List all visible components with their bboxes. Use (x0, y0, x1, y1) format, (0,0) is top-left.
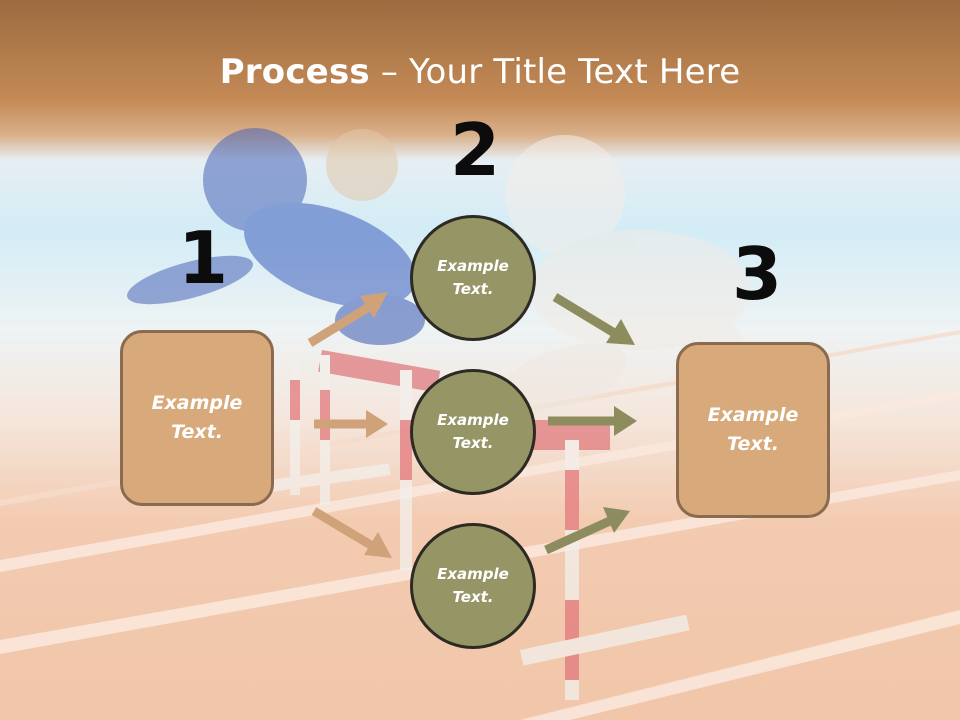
arrow-1-to-top (307, 292, 388, 347)
step-3-text: Example Text. (707, 404, 799, 455)
step-2-circle-top-text: Example Text. (437, 257, 509, 298)
step-number-1: 1 (178, 216, 229, 300)
blue-runner (127, 128, 425, 345)
arrow-middle-to-3 (548, 406, 637, 436)
title-rest: – Your Title Text Here (369, 52, 741, 92)
step-2-circle-middle: Example Text. (410, 369, 536, 495)
arrow-1-to-middle (314, 410, 388, 438)
step-1-box: Example Text. (120, 330, 274, 506)
step-number-2: 2 (450, 108, 501, 192)
step-2-circle-top: Example Text. (410, 215, 536, 341)
hurdles (270, 345, 690, 700)
step-2-circle-bottom-text: Example Text. (437, 565, 509, 606)
step-2-circle-bottom: Example Text. (410, 523, 536, 649)
arrow-1-to-bottom (311, 507, 392, 558)
step-number-3: 3 (732, 232, 783, 316)
step-2-circle-middle-text: Example Text. (437, 411, 509, 452)
arrow-top-to-3 (552, 293, 635, 345)
step-1-text: Example Text. (151, 392, 243, 443)
step-3-box: Example Text. (676, 342, 830, 518)
arrow-bottom-to-3 (544, 507, 630, 555)
slide-title: Process – Your Title Text Here (0, 52, 960, 92)
title-bold: Process (219, 52, 370, 92)
